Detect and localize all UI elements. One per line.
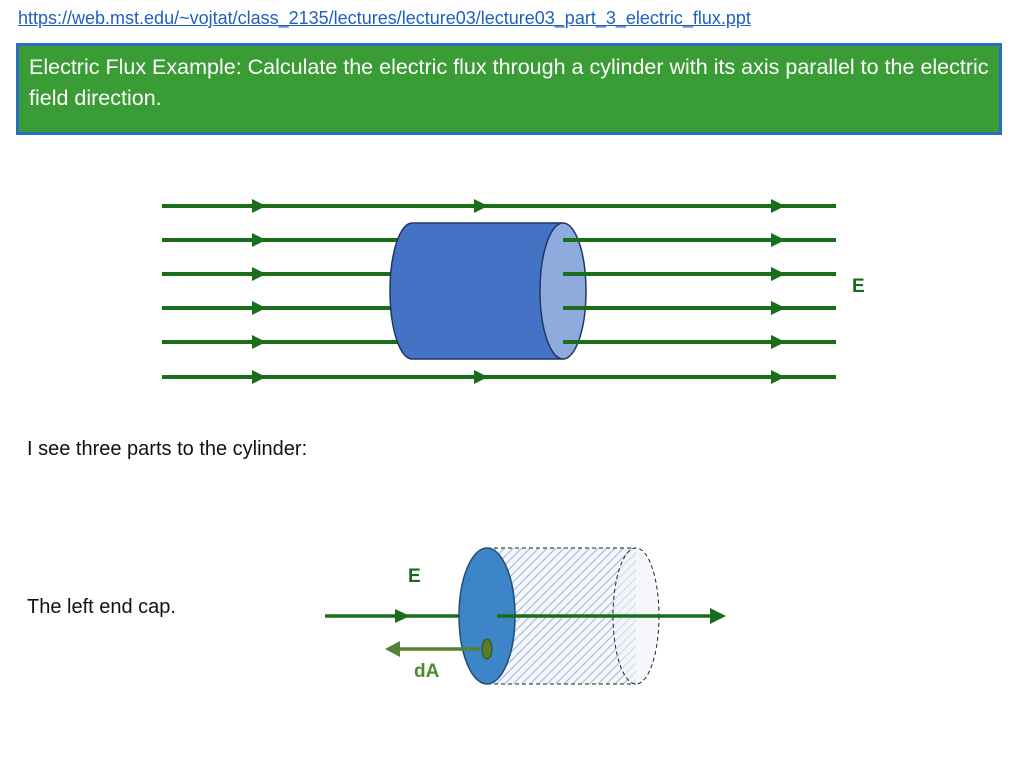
arrowhead bbox=[252, 370, 266, 384]
field-lines-right bbox=[563, 238, 836, 344]
area-element-dot bbox=[481, 638, 493, 660]
title-box: Electric Flux Example: Calculate the ele… bbox=[16, 43, 1002, 135]
arrowhead bbox=[252, 335, 266, 349]
left-end-cap-diagram bbox=[325, 547, 726, 685]
arrowhead bbox=[771, 370, 785, 384]
arrowhead bbox=[474, 370, 488, 384]
slide-title: Electric Flux Example: Calculate the ele… bbox=[29, 55, 989, 110]
cylinder bbox=[389, 222, 587, 360]
field-lines-left bbox=[162, 204, 836, 379]
field-label-e: E bbox=[852, 276, 865, 297]
field-line-arrowheads-right bbox=[771, 233, 785, 349]
arrowhead bbox=[252, 233, 266, 247]
field-arrowhead bbox=[710, 608, 726, 624]
arrowhead bbox=[252, 199, 266, 213]
source-url-link[interactable]: https://web.mst.edu/~vojtat/class_2135/l… bbox=[18, 8, 751, 28]
area-vector-label: dA bbox=[414, 661, 440, 682]
field-label-e-bottom: E bbox=[408, 566, 421, 587]
area-vector-arrowhead bbox=[385, 641, 400, 657]
cylinder-right-end bbox=[539, 222, 587, 360]
intro-text: I see three parts to the cylinder: bbox=[27, 438, 308, 460]
arrowhead bbox=[771, 199, 785, 213]
cylinder-body bbox=[389, 222, 564, 360]
arrowhead bbox=[252, 267, 266, 281]
arrowhead bbox=[252, 301, 266, 315]
arrowhead bbox=[474, 199, 488, 213]
left-end-cap-text: The left end cap. bbox=[27, 596, 176, 618]
